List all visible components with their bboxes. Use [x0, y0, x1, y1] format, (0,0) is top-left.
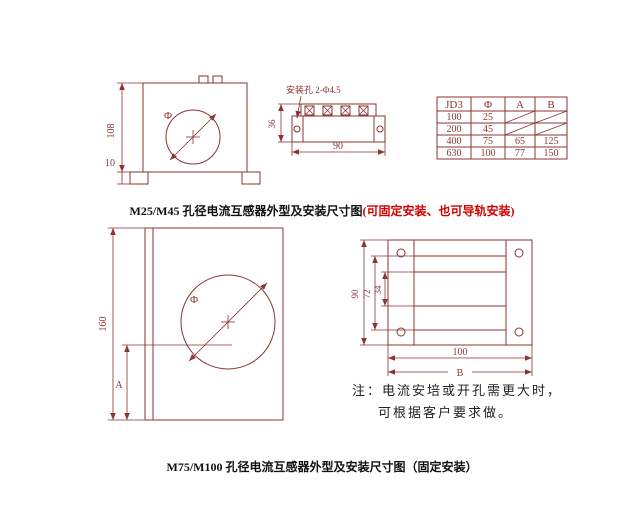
table-cell: 125	[544, 136, 559, 147]
table-cell: 65	[515, 136, 525, 147]
dim-160-label: 160	[98, 317, 109, 332]
m75-mount-hole-tl	[396, 248, 406, 258]
dim-100-label: 100	[453, 347, 468, 358]
dim-90b-label: 90	[350, 289, 360, 299]
m25-diameter-line	[169, 113, 217, 161]
m25-front-view: Φ 108 10	[105, 75, 261, 185]
table-cell: 150	[544, 148, 559, 159]
dim-b-label: B	[457, 368, 464, 379]
caption-m25-red-text: (可固定安装、也可导轨安装)	[362, 204, 515, 218]
caption-m25: M25/M45 孔径电流互感器外型及安装尺寸图(可固定安装、也可导轨安装)	[18, 202, 626, 219]
dim-90-label: 90	[333, 141, 343, 152]
table-cell: 200	[447, 124, 462, 135]
note-line-1: 注：电流安培或开孔需更大时，	[352, 383, 563, 398]
mount-hole-left	[293, 125, 301, 133]
m25-side-body	[291, 115, 386, 143]
note-line-2: 可根据客户要求做。	[378, 405, 514, 420]
table-na-slash	[504, 122, 536, 136]
caption-m25-text: M25/M45 孔径电流互感器外型及安装尺寸图	[129, 204, 363, 218]
m25-foot-right	[241, 171, 261, 185]
spec-table: JD3 Φ A B 100 25 200 45 400 75 65 125 63…	[436, 96, 568, 160]
mount-hole-label: 安装孔 2-Φ4.5	[286, 84, 341, 95]
m75-height-dimension: 160	[98, 227, 145, 421]
mount-hole-right	[376, 125, 384, 133]
table-na-slash	[534, 122, 568, 136]
m25-foot-left	[129, 171, 149, 185]
dim-a-label: A	[115, 380, 123, 391]
table-cell: 45	[483, 124, 493, 135]
m75-dim-34: 34	[373, 271, 414, 307]
m25-terminal-1	[198, 75, 209, 84]
m75-phi-label: Φ	[190, 294, 198, 306]
table-cell: 77	[515, 148, 525, 159]
dim-72-label: 72	[362, 290, 372, 299]
table-cell: 25	[483, 112, 493, 123]
dim-34-label: 34	[373, 285, 383, 295]
table-cell: 100	[447, 112, 462, 123]
m75-mount-hole-br	[514, 327, 524, 337]
m25-side-height-dimension: 36	[267, 103, 301, 143]
m75-dim-b: B	[388, 368, 532, 379]
m75-side-view: 90 72 34 100	[350, 239, 533, 379]
m75-mount-hole-tr	[514, 248, 524, 258]
m75-dim-90: 90	[350, 239, 388, 346]
m75-a-dimension: A	[115, 344, 232, 420]
m75-aperture-circle	[180, 274, 276, 370]
m75-body-outline	[144, 227, 284, 421]
table-na-slash	[504, 110, 536, 124]
table-cell: 630	[447, 148, 462, 159]
dim-108-label: 108	[106, 124, 117, 139]
m25-terminal-strip	[300, 103, 377, 117]
m75-mount-hole-bl	[396, 327, 406, 337]
mount-hole-leader	[295, 95, 302, 119]
dim-36-label: 36	[267, 119, 277, 129]
m25-height-dimension: 108 10	[105, 82, 143, 185]
table-cell: 100	[481, 148, 496, 159]
m75-base-outline	[387, 239, 533, 346]
m75-diameter-line	[188, 282, 268, 362]
spec-table-border	[436, 96, 568, 160]
m75-front-view: Φ 160 A	[98, 227, 284, 421]
m25-body-outline	[142, 82, 248, 173]
dim-10-label: 10	[105, 158, 115, 169]
table-header-jd3: JD3	[445, 99, 463, 111]
m25-side-width-dimension: 90	[291, 141, 386, 156]
m75-dim-72: 72	[362, 255, 414, 331]
m25-terminal-2	[212, 75, 223, 84]
table-cell: 400	[447, 136, 462, 147]
table-na-slash	[534, 110, 568, 124]
table-header-phi: Φ	[484, 99, 492, 111]
table-cell: 75	[483, 136, 493, 147]
table-header-a: A	[516, 99, 524, 111]
caption-m75: M75/M100 孔径电流互感器外型及安装尺寸图（固定安装）	[166, 460, 478, 474]
terminal-screws	[304, 105, 369, 116]
m25-aperture-circle	[165, 109, 221, 165]
m25-phi-label: Φ	[164, 110, 172, 122]
table-header-b: B	[547, 99, 554, 111]
m25-side-view: 安装孔 2-Φ4.5	[267, 84, 386, 156]
